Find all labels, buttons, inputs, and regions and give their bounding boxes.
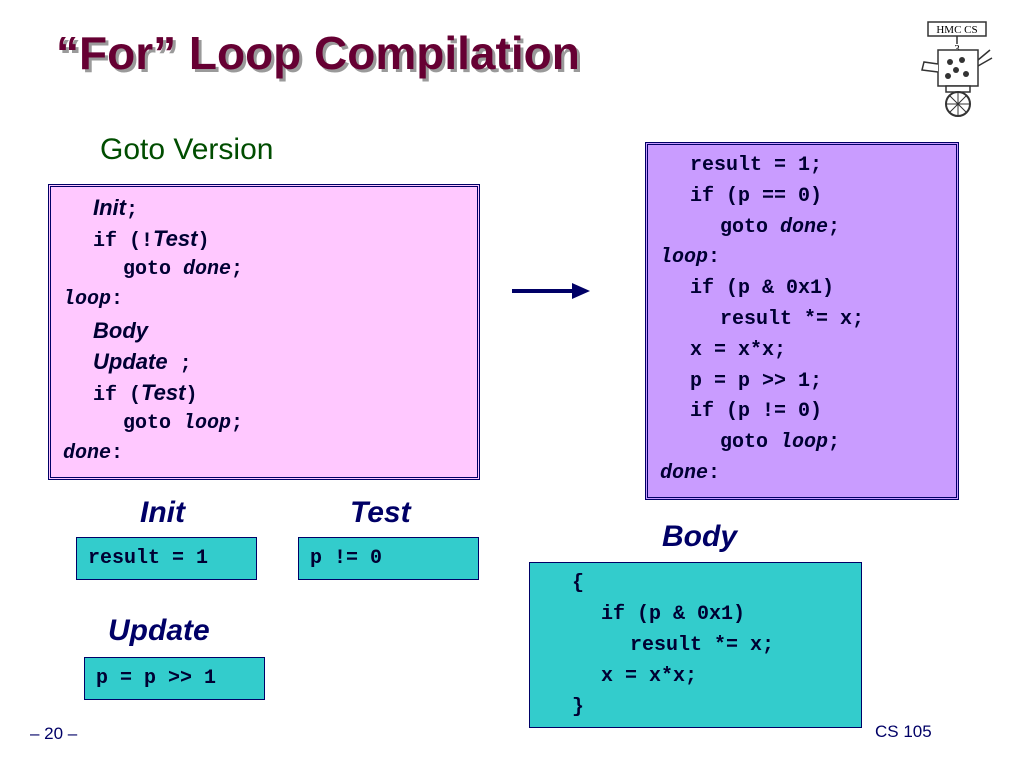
logo-digit: 3 xyxy=(954,43,960,55)
code-line: if (!Test) xyxy=(93,224,209,257)
update-label: Update xyxy=(108,614,210,647)
update-code: p = p >> 1 xyxy=(96,667,217,690)
code-token: if (! xyxy=(93,229,154,253)
code-token: x = x*x; xyxy=(690,338,787,362)
code-line: loop: xyxy=(660,243,720,273)
code-token: ) xyxy=(185,383,198,407)
code-token: : xyxy=(708,246,721,270)
course-label: CS 105 xyxy=(875,722,932,741)
code-token: loop xyxy=(780,431,829,455)
code-line: Init; xyxy=(93,193,138,226)
body-code-box: { if (p & 0x1) result *= x; x = x*x;} xyxy=(529,562,862,728)
code-token: : xyxy=(111,288,124,312)
code-token: if (p == 0) xyxy=(690,184,823,208)
code-token: if (p != 0) xyxy=(690,400,823,424)
code-token: loop xyxy=(660,246,709,270)
code-line: p = p >> 1; xyxy=(690,367,822,397)
goto-version-label: Goto Version xyxy=(100,133,274,166)
code-token: ; xyxy=(126,199,139,222)
code-token: result *= x; xyxy=(720,308,865,331)
code-token: Update xyxy=(93,349,168,374)
test-code: p != 0 xyxy=(310,547,383,570)
code-line: if (p == 0) xyxy=(690,182,822,212)
code-line: x = x*x; xyxy=(690,336,786,366)
code-line: goto loop; xyxy=(123,409,243,439)
code-token: done xyxy=(780,215,829,239)
code-token: goto xyxy=(720,431,781,455)
code-token: goto xyxy=(123,411,184,435)
body-code-line: result *= x; xyxy=(630,634,775,657)
code-line: goto done; xyxy=(123,255,243,285)
right-arrow-icon xyxy=(512,283,590,299)
code-token: Body xyxy=(93,318,148,344)
code-token: done xyxy=(183,257,232,281)
code-line: if (Test) xyxy=(93,378,197,411)
code-line: loop: xyxy=(63,285,123,315)
code-token: ; xyxy=(231,411,244,435)
body-code-line: x = x*x; xyxy=(601,665,698,688)
code-line: if (p != 0) xyxy=(690,397,822,427)
code-line: result = 1; xyxy=(690,151,822,181)
code-line: if (p & 0x1) xyxy=(690,274,834,304)
code-token: ; xyxy=(828,215,841,239)
init-code: result = 1 xyxy=(88,547,209,570)
slide-title: “For” Loop Compilation xyxy=(56,27,580,79)
code-line: done: xyxy=(660,459,720,489)
code-line: goto loop; xyxy=(720,428,840,458)
update-code-box: p = p >> 1 xyxy=(84,657,265,700)
code-token: : xyxy=(708,462,721,485)
code-token: loop xyxy=(63,288,112,312)
code-token: Test xyxy=(141,379,186,405)
init-code-box: result = 1 xyxy=(76,537,257,580)
code-line: done: xyxy=(63,439,123,469)
body-code-line: { xyxy=(572,572,585,595)
compiled-code-box: result = 1;if (p == 0)goto done;loop:if … xyxy=(645,142,959,500)
code-token: ; xyxy=(167,353,192,376)
code-token: if (p & 0x1) xyxy=(690,277,835,301)
logo-text: HMC CS xyxy=(936,24,977,36)
code-token: ; xyxy=(828,431,841,455)
code-token: goto xyxy=(720,215,781,239)
body-label: Body xyxy=(662,520,737,553)
body-code-line: } xyxy=(572,696,585,719)
test-code-box: p != 0 xyxy=(298,537,479,580)
code-line: goto done; xyxy=(720,213,840,243)
init-label: Init xyxy=(140,496,185,529)
body-code-line: if (p & 0x1) xyxy=(601,603,746,626)
test-label: Test xyxy=(350,496,411,529)
code-token: ) xyxy=(197,229,210,253)
code-token: done xyxy=(660,462,709,485)
hmc-cs-logo: HMC CS 3 xyxy=(921,21,993,117)
code-token: if ( xyxy=(93,383,142,407)
code-token: ; xyxy=(231,257,244,281)
code-token: done xyxy=(63,442,112,466)
code-token: result = 1; xyxy=(690,154,823,177)
code-token: loop xyxy=(183,411,232,435)
code-token: : xyxy=(111,442,124,466)
code-line: result *= x; xyxy=(720,305,864,335)
page-number: – 20 – xyxy=(30,724,78,743)
code-token: goto xyxy=(123,257,184,281)
code-token: Init xyxy=(93,195,126,220)
code-line: Update ; xyxy=(93,347,192,380)
code-token: p = p >> 1; xyxy=(690,369,823,393)
code-line: Body xyxy=(93,316,148,349)
code-token: Test xyxy=(153,225,198,251)
